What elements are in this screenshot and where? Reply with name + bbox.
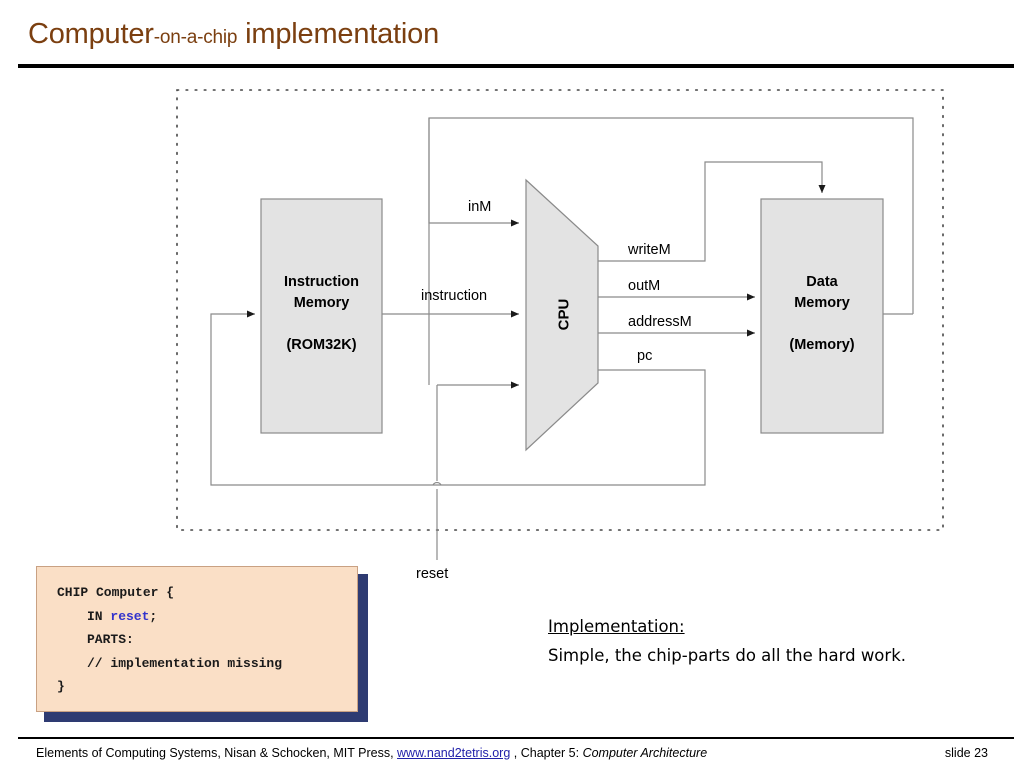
data-memory-line3: (Memory) [789, 337, 855, 353]
instruction-memory-line1: Instruction [284, 274, 359, 290]
cpu-label: CPU [555, 298, 573, 331]
page-title-main: Computer [28, 18, 154, 50]
wire-hop [432, 481, 442, 486]
code-line-2: IN reset; [57, 605, 357, 629]
code-line-4: // implementation missing [87, 655, 283, 671]
page-title-tail: implementation [237, 18, 439, 50]
code-line-1: CHIP Computer { [57, 585, 175, 600]
implementation-note: Implementation: Simple, the chip-parts d… [548, 612, 906, 670]
code-semicolon: ; [149, 608, 158, 624]
wire-label-reset: reset [416, 566, 449, 582]
data-memory-label: Data Memory (Memory) [761, 272, 883, 356]
instruction-memory-line2: Memory [293, 295, 350, 311]
footer-link[interactable]: www.nand2tetris.org [397, 746, 511, 760]
page-title: Computer-on-a-chip implementation [28, 18, 439, 51]
wire-label-inM: inM [468, 199, 492, 215]
implementation-heading: Implementation: [548, 617, 685, 636]
instruction-memory-label: Instruction Memory (ROM32K) [261, 272, 382, 356]
slide-number: slide 23 [944, 746, 988, 760]
wire-label-addressM: addressM [628, 314, 692, 330]
title-divider [18, 64, 1014, 68]
code-block: CHIP Computer { IN reset; PARTS: // impl… [36, 566, 358, 712]
footer-prefix: Elements of Computing Systems, Nisan & S… [36, 746, 398, 760]
data-memory-line1: Data [806, 274, 838, 290]
code-kw-reset: reset [110, 608, 150, 624]
implementation-body: Simple, the chip-parts do all the hard w… [548, 646, 906, 665]
wire-label-pc: pc [637, 348, 653, 364]
footer-divider [18, 737, 1014, 739]
instruction-memory-line3: (ROM32K) [286, 337, 357, 353]
wire-label-writeM: writeM [628, 242, 671, 258]
code-kw-in: IN [87, 608, 111, 624]
code-line-3: PARTS: [87, 632, 134, 647]
footer-citation: Elements of Computing Systems, Nisan & S… [36, 746, 707, 760]
wire-label-instruction: instruction [421, 288, 488, 304]
page-title-small: -on-a-chip [153, 27, 238, 48]
code-line-5: } [57, 679, 65, 694]
data-memory-line2: Memory [794, 295, 850, 311]
footer-middle: , Chapter 5: [510, 746, 583, 760]
wire-label-outM: outM [628, 278, 661, 294]
footer-italic: Computer Architecture [582, 746, 708, 760]
